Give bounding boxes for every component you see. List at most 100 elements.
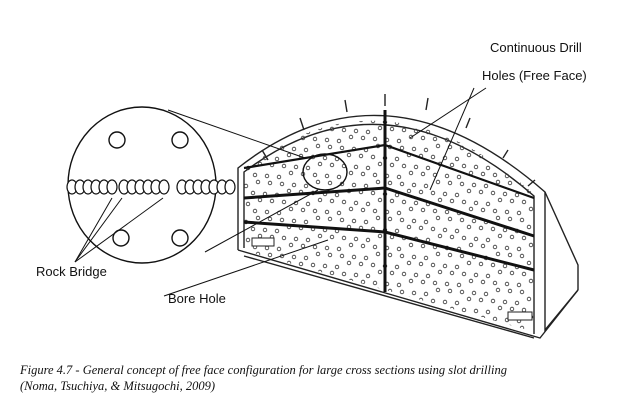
bore-hole-dot <box>312 280 318 286</box>
bore-hole-dot <box>351 326 357 332</box>
bore-hole-dot <box>336 138 342 144</box>
caption-line-1: Figure 4.7 - General concept of free fac… <box>20 363 507 377</box>
bore-hole-dot <box>514 192 520 198</box>
bore-hole-dot <box>291 182 297 188</box>
bore-hole-dot <box>340 110 344 114</box>
bore-hole-dot <box>478 261 484 267</box>
bore-hole-dot <box>250 226 256 232</box>
bore-hole-dot <box>264 137 270 143</box>
bore-hole-dot <box>485 165 491 171</box>
bore-hole-dot <box>479 334 483 338</box>
bore-hole-dot <box>495 215 501 221</box>
bore-hole-dot <box>269 306 275 312</box>
bore-hole-dot <box>444 281 450 287</box>
bore-hole-dot <box>504 173 510 179</box>
bore-hole-dot <box>363 255 369 261</box>
bore-hole-dot <box>471 326 477 332</box>
bore-hole-dot <box>432 208 438 214</box>
bore-hole-dot <box>394 264 400 270</box>
bore-hole-dot <box>459 217 465 223</box>
bore-hole-dot <box>305 237 311 243</box>
bore-hole-dot <box>444 137 450 143</box>
bore-hole-dot <box>287 333 291 337</box>
bore-hole-dot <box>408 278 414 284</box>
bore-hole-dot <box>348 206 354 212</box>
bore-hole-dot <box>365 273 371 279</box>
bore-hole-dot <box>495 251 501 257</box>
bore-hole-dot <box>396 282 402 288</box>
bore-hole-dot <box>504 281 510 287</box>
bore-hole-dot <box>461 235 467 241</box>
bore-hole-dot <box>399 217 405 223</box>
bore-hole-dot <box>352 111 356 115</box>
bore-hole-dot <box>389 126 395 132</box>
bore-hole-dot <box>255 143 261 149</box>
bore-hole-dot <box>490 190 496 196</box>
bore-hole-dot <box>305 165 311 171</box>
bore-hole-dot <box>408 206 414 212</box>
bore-hole-dot <box>485 201 491 207</box>
bore-hole-dot <box>365 129 371 135</box>
bore-hole-dot <box>528 242 534 248</box>
bore-hole-dot <box>274 156 280 162</box>
bore-hole-dot <box>317 161 323 167</box>
bore-hole-dot <box>420 315 426 321</box>
bore-hole-dot <box>459 289 465 295</box>
bore-hole-dot <box>461 307 467 313</box>
bore-hole-dot <box>430 298 436 304</box>
bore-hole-dot <box>358 261 364 267</box>
bore-hole-dot <box>371 335 375 339</box>
bore-hole-dot <box>528 170 534 176</box>
bore-hole-dot <box>473 128 479 134</box>
bore-hole-dot <box>516 246 522 252</box>
bore-hole-dot <box>483 327 489 332</box>
bore-hole-dot <box>305 309 311 315</box>
label-bore-hole: Bore Hole <box>168 291 226 306</box>
bore-hole-dot <box>408 314 414 320</box>
bore-hole-dot <box>353 236 359 242</box>
bore-hole-dot <box>288 170 294 176</box>
bore-hole-dot <box>447 288 453 294</box>
bore-hole-dot <box>303 219 309 225</box>
bore-hole-dot <box>377 125 383 131</box>
bore-hole-dot <box>447 252 453 258</box>
bore-hole-dot <box>317 233 323 239</box>
bore-hole-dot <box>526 296 532 302</box>
bore-hole-dot <box>420 279 426 285</box>
bore-hole-dot <box>490 262 496 268</box>
bore-hole-dot <box>300 243 306 249</box>
bore-hole-dot <box>435 215 441 221</box>
bore-hole-dot <box>245 273 251 279</box>
label-continuous-drill-1: Continuous Drill <box>490 40 582 55</box>
bore-hole-dot <box>360 171 366 177</box>
bore-hole-dot <box>420 243 426 249</box>
bore-hole-dot <box>324 137 330 143</box>
bore-hole-dot <box>420 135 426 141</box>
bore-hole-dot <box>454 264 460 270</box>
bore-hole-dot <box>329 270 335 276</box>
bore-hole-dot <box>491 335 495 339</box>
bore-hole-dot <box>442 227 448 233</box>
bore-hole-dot <box>388 109 392 113</box>
bore-hole-dot <box>492 244 498 250</box>
bore-hole-dot <box>376 108 380 112</box>
bore-hole-dot <box>353 200 359 206</box>
bore-hole-dot <box>346 260 352 266</box>
bore-hole-dot <box>372 136 378 142</box>
bore-hole-dot <box>353 272 359 278</box>
label-rock-bridge: Rock Bridge <box>36 264 107 279</box>
figure-caption: Figure 4.7 - General concept of free fac… <box>20 362 620 394</box>
bore-hole-dot <box>507 216 513 222</box>
bore-hole-dot <box>341 235 347 241</box>
bore-hole-dot <box>305 129 311 135</box>
bore-hole-dot <box>256 108 260 112</box>
bore-hole-dot <box>425 273 431 279</box>
bore-hole-dot <box>480 243 486 249</box>
bore-hole-dot <box>519 217 525 223</box>
bore-hole-dot <box>420 171 426 177</box>
bore-hole-dot <box>490 298 496 304</box>
bore-hole-dot <box>257 305 263 311</box>
bore-hole-dot <box>521 271 527 277</box>
bore-hole-dot <box>455 337 459 341</box>
bore-hole-dot <box>348 170 354 176</box>
